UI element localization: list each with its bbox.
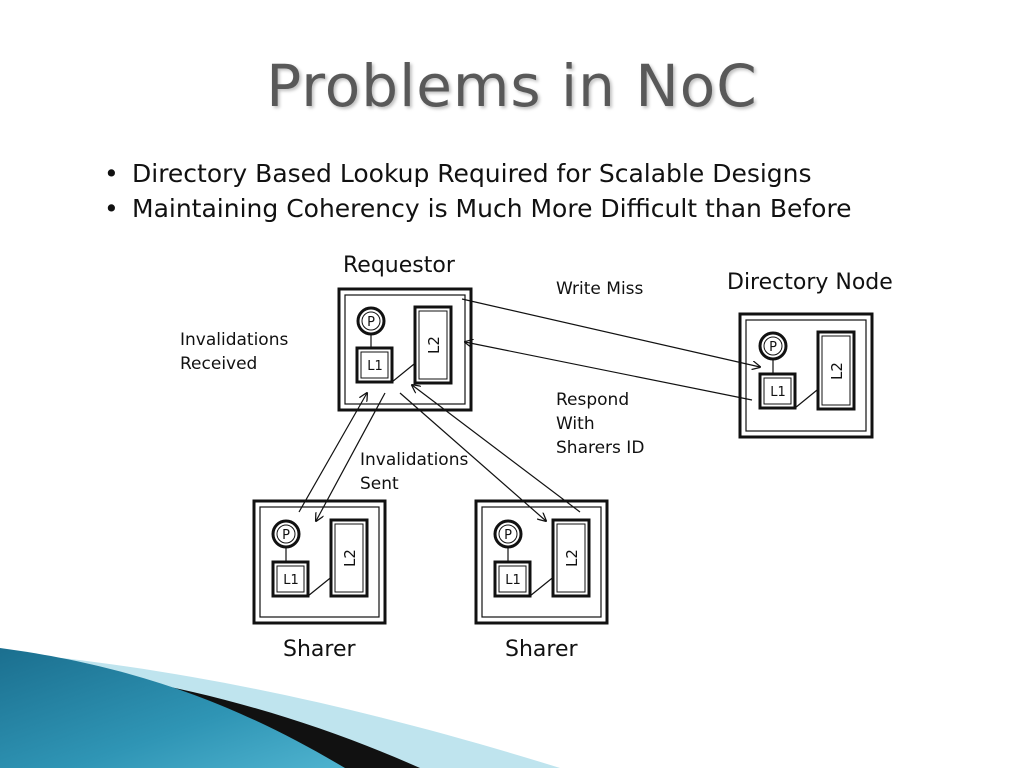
invalidations-sent-line-1: Invalidations <box>360 450 469 470</box>
directory-l2-cache: L2 <box>816 330 856 411</box>
sharer-right-l1-text: L1 <box>505 573 521 588</box>
write-miss-arrow <box>461 298 760 367</box>
bullet-text: Directory Based Lookup Required for Scal… <box>132 159 812 188</box>
requestor-l2-cache: L2 <box>413 305 453 385</box>
directory-p-text: P <box>769 340 777 355</box>
invalidations-sent-label: Invalidations Sent <box>360 448 468 496</box>
respond-line-1: Respond <box>556 390 630 410</box>
respond-line-3: Sharers ID <box>556 438 645 458</box>
directory-l1-cache: L1 <box>758 372 797 410</box>
requestor-l1-text: L1 <box>367 359 383 374</box>
sharer-left-l1-text: L1 <box>283 573 299 588</box>
sharer-left-l2-cache: L2 <box>329 518 369 598</box>
invalidation-to-left-sharer-arrow <box>316 392 386 521</box>
sharer-right-label: Sharer <box>505 637 578 662</box>
invalidations-received-line-2: Received <box>180 354 258 374</box>
sharer-left-label: Sharer <box>283 637 356 662</box>
sharer-right-node: P L1 L2 <box>474 499 609 625</box>
ack-from-left-sharer-arrow <box>298 393 367 513</box>
respond-label: Respond With Sharers ID <box>556 388 644 460</box>
bullet-item: • Directory Based Lookup Required for Sca… <box>104 156 852 191</box>
bullet-item: • Maintaining Coherency is Much More Diff… <box>104 191 852 226</box>
respond-line-2: With <box>556 414 595 434</box>
sharer-right-p-text: P <box>504 528 512 543</box>
directory-l1-text: L1 <box>770 385 786 400</box>
sharer-right-processor-icon: P <box>493 519 523 549</box>
requestor-processor-icon: P <box>356 306 386 336</box>
sharer-left-p-text: P <box>282 528 290 543</box>
invalidation-to-right-sharer-arrow <box>399 392 546 521</box>
bullet-dot: • <box>104 159 119 188</box>
directory-node-label: Directory Node <box>727 270 893 295</box>
requestor-label: Requestor <box>343 253 455 278</box>
write-miss-label: Write Miss <box>556 279 644 299</box>
requestor-p-text: P <box>367 315 375 330</box>
sharer-right-l1-cache: L1 <box>493 560 532 598</box>
requestor-node: P L1 L2 <box>337 287 473 412</box>
directory-l2-text: L2 <box>828 362 846 380</box>
corner-teal-band <box>0 648 345 768</box>
bullet-list: • Directory Based Lookup Required for Sca… <box>104 156 852 226</box>
bullet-dot: • <box>104 194 119 223</box>
invalidations-received-label: Invalidations Received <box>180 328 288 376</box>
directory-node: P L1 L2 <box>738 312 874 439</box>
slide-title: Problems in NoC <box>266 52 758 120</box>
bullet-text: Maintaining Coherency is Much More Diffi… <box>132 194 852 223</box>
sharer-left-l1-cache: L1 <box>271 560 310 598</box>
sharer-right-l2-text: L2 <box>563 549 581 567</box>
invalidations-received-line-1: Invalidations <box>180 330 289 350</box>
invalidations-sent-line-2: Sent <box>360 474 399 494</box>
ack-from-right-sharer-arrow <box>412 385 581 513</box>
requestor-l2-text: L2 <box>425 336 443 354</box>
sharer-left-l2-text: L2 <box>341 549 359 567</box>
respond-arrow <box>465 342 753 401</box>
requestor-l1-cache: L1 <box>355 346 394 384</box>
sharer-right-l2-cache: L2 <box>551 518 591 598</box>
